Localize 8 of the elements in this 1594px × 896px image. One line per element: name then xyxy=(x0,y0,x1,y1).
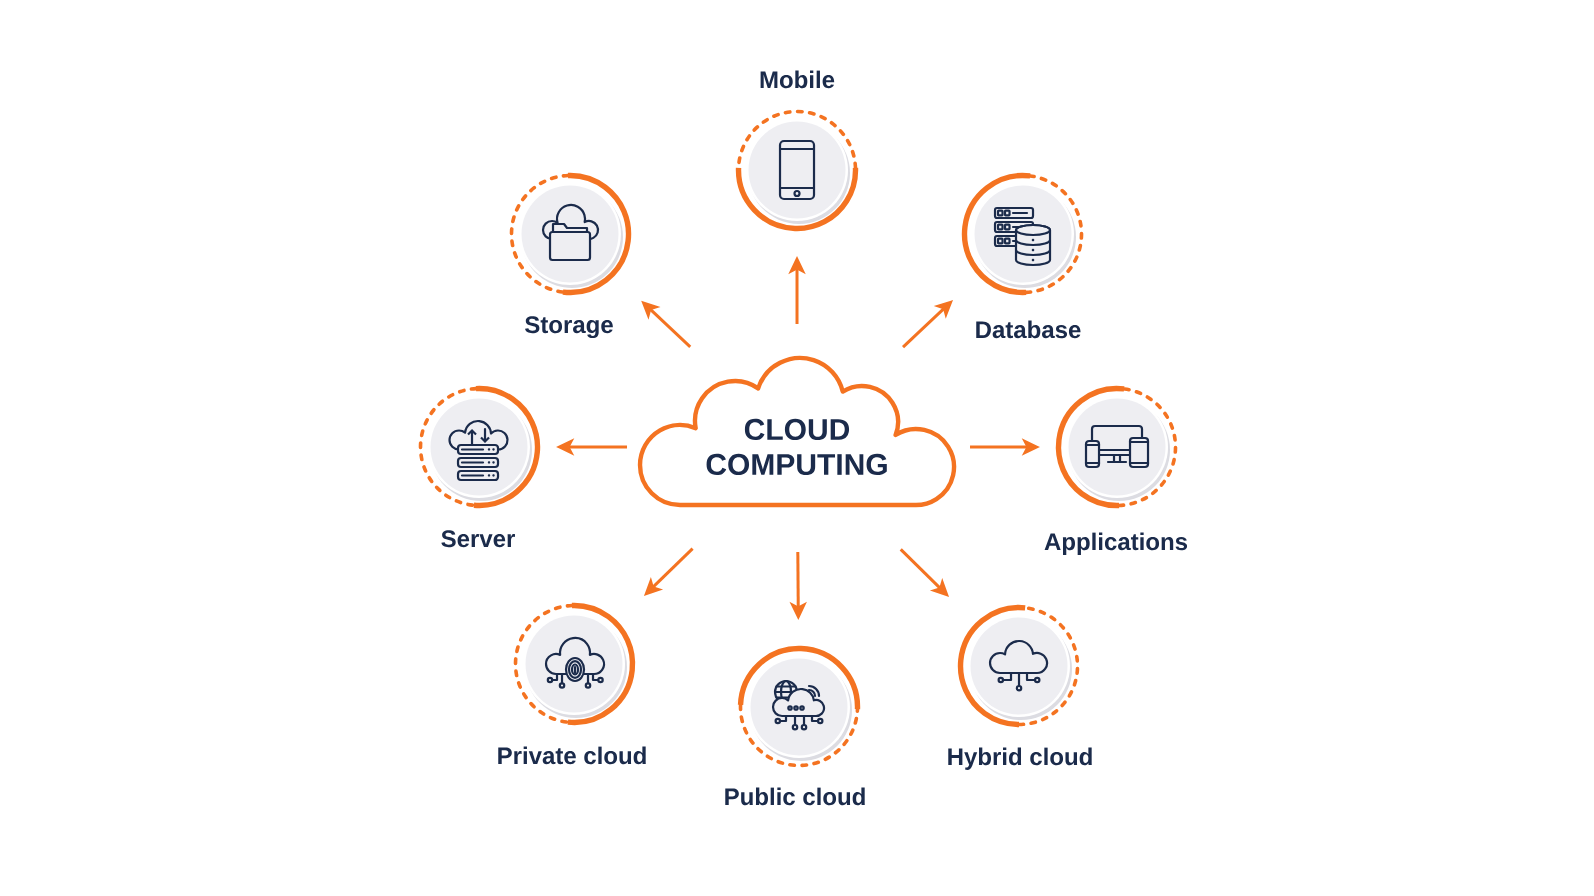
node-label: Mobile xyxy=(760,70,835,89)
node-label: Hybrid cloud xyxy=(948,747,1092,770)
node-label: Database xyxy=(976,320,1081,339)
node-label: Applications xyxy=(1044,532,1188,555)
node-label: Private cloud xyxy=(498,746,646,765)
node-label: Server xyxy=(441,530,515,548)
node-label: Public cloud xyxy=(725,787,865,806)
node-label: Storage xyxy=(525,316,613,339)
